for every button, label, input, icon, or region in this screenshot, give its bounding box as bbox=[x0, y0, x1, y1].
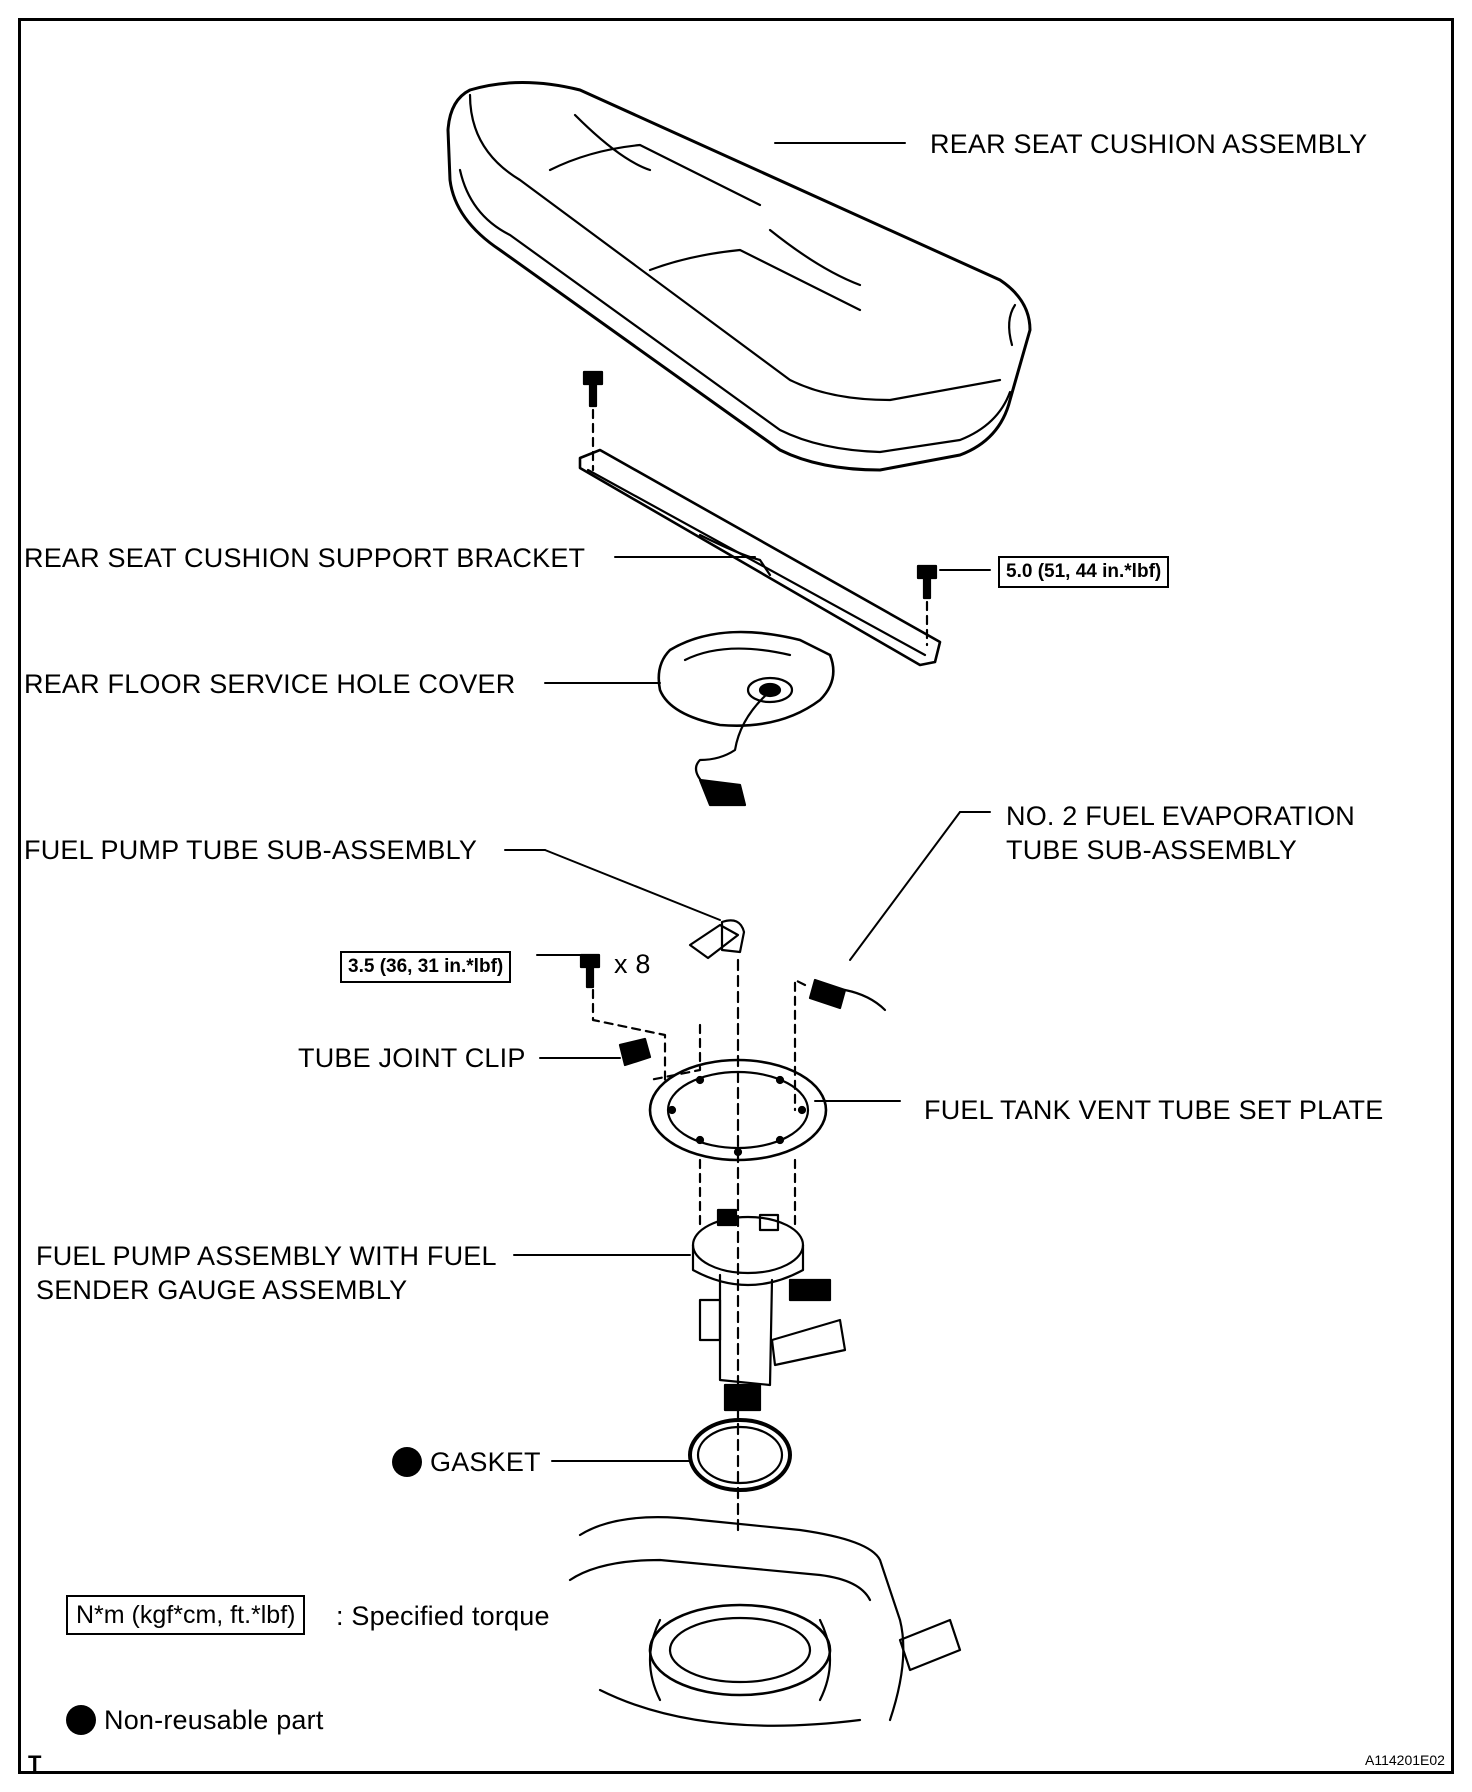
legend-torque-unit: N*m (kgf*cm, ft.*lbf) bbox=[66, 1595, 306, 1635]
diagram-frame bbox=[18, 18, 1454, 1774]
fuel-pump-assembly-drawing bbox=[691, 1158, 847, 1412]
legend-non-reusable: Non-reusable part bbox=[104, 1705, 324, 1735]
support-bracket-drawing bbox=[578, 448, 942, 667]
corner-mark: T bbox=[28, 1751, 42, 1776]
label-rear-seat-cushion: REAR SEAT CUSHION ASSEMBLY bbox=[930, 129, 1368, 159]
figure-id: A114201E02 bbox=[1365, 1752, 1445, 1768]
label-fuel-pump-line2: SENDER GAUGE ASSEMBLY bbox=[36, 1275, 408, 1305]
evap-tube-drawing bbox=[793, 978, 887, 1112]
label-fuel-pump-tube: FUEL PUMP TUBE SUB-ASSEMBLY bbox=[24, 835, 478, 865]
rear-seat-cushion-drawing bbox=[446, 81, 1032, 472]
fuel-pump-tube-drawing bbox=[688, 919, 746, 1532]
bracket-bolt-left-drawing bbox=[582, 370, 604, 472]
label-tube-joint-clip: TUBE JOINT CLIP bbox=[298, 1043, 526, 1073]
label-gasket: GASKET bbox=[430, 1447, 541, 1477]
vent-tube-plate-drawing bbox=[648, 1058, 828, 1162]
leader-lines bbox=[504, 142, 991, 1462]
gasket-drawing bbox=[688, 1418, 792, 1492]
label-evap-tube-line1: NO. 2 FUEL EVAPORATION bbox=[1006, 801, 1355, 831]
label-vent-tube-plate: FUEL TANK VENT TUBE SET PLATE bbox=[924, 1095, 1384, 1125]
label-support-bracket: REAR SEAT CUSHION SUPPORT BRACKET bbox=[24, 543, 586, 573]
torque-box-bracket: 5.0 (51, 44 in.*lbf) bbox=[998, 556, 1170, 588]
label-fuel-pump-line1: FUEL PUMP ASSEMBLY WITH FUEL bbox=[36, 1241, 497, 1271]
plate-bolt-drawing bbox=[579, 953, 702, 1082]
label-evap-tube-line2: TUBE SUB-ASSEMBLY bbox=[1006, 835, 1297, 865]
legend-non-reusable-dot bbox=[66, 1705, 96, 1735]
torque-box-plate: 3.5 (36, 31 in.*lbf) bbox=[340, 951, 512, 983]
label-service-hole-cover: REAR FLOOR SERVICE HOLE COVER bbox=[24, 669, 516, 699]
bolt-count: x 8 bbox=[614, 949, 651, 979]
service-hole-cover-drawing bbox=[657, 630, 835, 807]
legend-torque-desc: : Specified torque bbox=[336, 1601, 550, 1631]
fuel-tank-floor-drawing bbox=[568, 1516, 962, 1727]
non-reusable-dot-gasket bbox=[392, 1447, 422, 1477]
tube-joint-clip-drawing bbox=[618, 1037, 652, 1067]
bracket-bolt-right-drawing bbox=[916, 564, 938, 647]
